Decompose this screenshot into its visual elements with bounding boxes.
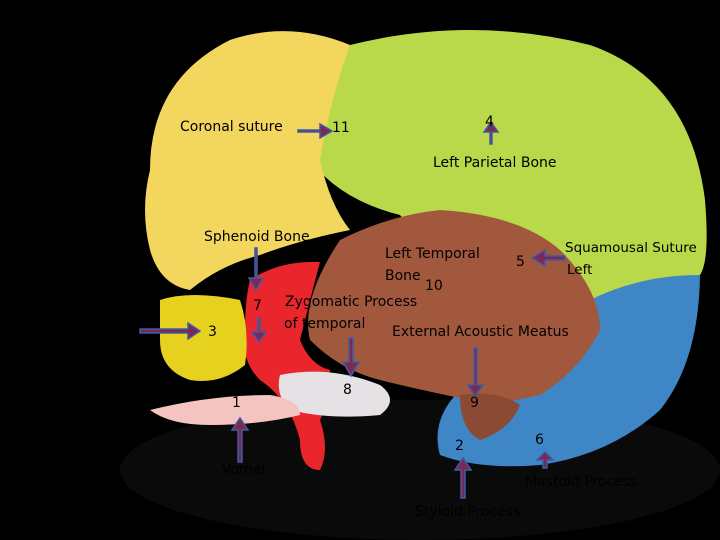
label-ethmoid-line2: Bone	[67, 334, 103, 350]
label-3: 3	[208, 324, 217, 340]
arrow-4	[482, 120, 500, 145]
arrow-coronal	[297, 122, 334, 140]
label-zygomatic-line1: Zygomatic Process	[285, 294, 418, 310]
ethmoid-bone	[160, 295, 247, 381]
arrow-6	[535, 450, 555, 469]
label-left-parietal-bone: Left Parietal Bone	[433, 155, 557, 171]
label-arrows	[139, 120, 566, 499]
label-left-temporal-line1: Left Temporal	[385, 246, 480, 262]
label-5: 5	[516, 254, 525, 270]
sphenoid-bone	[244, 261, 330, 470]
parietal-bone	[310, 30, 707, 303]
label-6: 6	[535, 432, 544, 448]
arrow-vomer	[230, 416, 250, 463]
arrow-sphenoid	[247, 247, 265, 292]
label-squamousal-line2: Left	[567, 262, 593, 278]
label-zygomatic-line2: of temporal	[284, 316, 366, 332]
label-11: 11	[332, 120, 350, 136]
arrow-7	[250, 317, 268, 344]
vomer-bone	[150, 395, 300, 425]
label-styloid-process: Styloid Process	[415, 504, 521, 520]
label-2: 2	[455, 438, 464, 454]
arrow-eam	[466, 347, 485, 398]
label-external-acoustic-meatus: External Acoustic Meatus	[392, 324, 569, 340]
arrow-squamousal	[530, 248, 566, 268]
label-coronal-suture: Coronal suture	[180, 119, 283, 135]
arrow-ethmoid	[139, 321, 202, 341]
temporal-bone	[308, 210, 600, 402]
label-left-temporal-line2: Bone	[385, 268, 421, 284]
label-7: 7	[253, 298, 262, 314]
arrow-zygomatic	[341, 337, 361, 378]
label-1: 1	[232, 395, 241, 411]
label-squamousal-line1: Squamousal Suture	[565, 240, 697, 256]
arrow-styloid	[453, 456, 473, 499]
mastoid-area	[460, 393, 520, 440]
label-mastoid-process: Mastoid Process	[525, 474, 638, 490]
label-4: 4	[485, 114, 494, 130]
label-sphenoid-bone: Sphenoid Bone	[204, 229, 310, 245]
label-8: 8	[343, 382, 352, 398]
label-10: 10	[425, 278, 443, 294]
label-ethmoid-line1: Ethmoid	[67, 312, 126, 328]
zygomatic-arch	[278, 371, 390, 417]
label-9: 9	[470, 395, 479, 411]
label-vomer: Vomer	[222, 462, 268, 478]
frontal-bone	[145, 31, 350, 290]
